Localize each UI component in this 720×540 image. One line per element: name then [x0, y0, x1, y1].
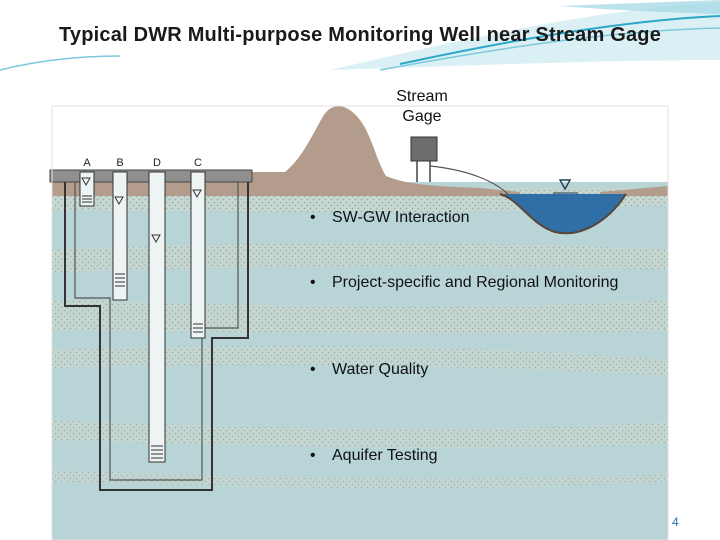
stream-gage-label-line: Gage: [402, 108, 442, 125]
borehole-outline: [64, 182, 249, 491]
well-label-a: A: [83, 157, 91, 169]
well-label-d: D: [153, 157, 161, 169]
stream-gage-station-icon: [410, 136, 438, 162]
bullet-item: •Project-specific and Regional Monitorin…: [310, 274, 619, 291]
header-swoosh: [0, 0, 720, 71]
casing-b: [112, 171, 128, 301]
water-level-triangle-icon: [558, 179, 572, 191]
stream-channel: [500, 194, 626, 234]
bullet-text: Water Quality: [332, 361, 429, 378]
bullet-item: •Aquifer Testing: [310, 447, 438, 464]
slide-title: Typical DWR Multi-purpose Monitoring Wel…: [58, 24, 662, 46]
casing-d: [148, 171, 166, 463]
clay-layer: [52, 300, 668, 335]
bullet-text: Project-specific and Regional Monitoring: [332, 274, 619, 291]
clay-layer: [52, 420, 668, 448]
clay-layer: [52, 470, 668, 489]
page-number: 4: [672, 515, 679, 529]
well-screen-icon: [82, 195, 203, 459]
water-level-triangle-icon: [151, 234, 161, 244]
water-level-triangle-icon: [114, 196, 124, 206]
water-level-triangle-icon: [192, 189, 202, 199]
clay-layer: [52, 345, 668, 376]
bullet-text: SW-GW Interaction: [332, 209, 470, 226]
casing-c: [190, 171, 206, 339]
casing-a: [79, 171, 95, 207]
clay-layer: [52, 243, 668, 272]
stream-gage-label: Stream Gage: [382, 87, 462, 127]
land-surface-right: [600, 186, 668, 196]
bullet-item: •Water Quality: [310, 361, 429, 378]
bullet-item: •SW-GW Interaction: [310, 209, 470, 226]
water-level-triangle-icon: [81, 177, 91, 187]
stream-gage-label-line: Stream: [396, 88, 448, 105]
bullet-text: Aquifer Testing: [332, 447, 438, 464]
well-label-c: C: [194, 157, 202, 169]
well-label-b: B: [116, 157, 123, 169]
